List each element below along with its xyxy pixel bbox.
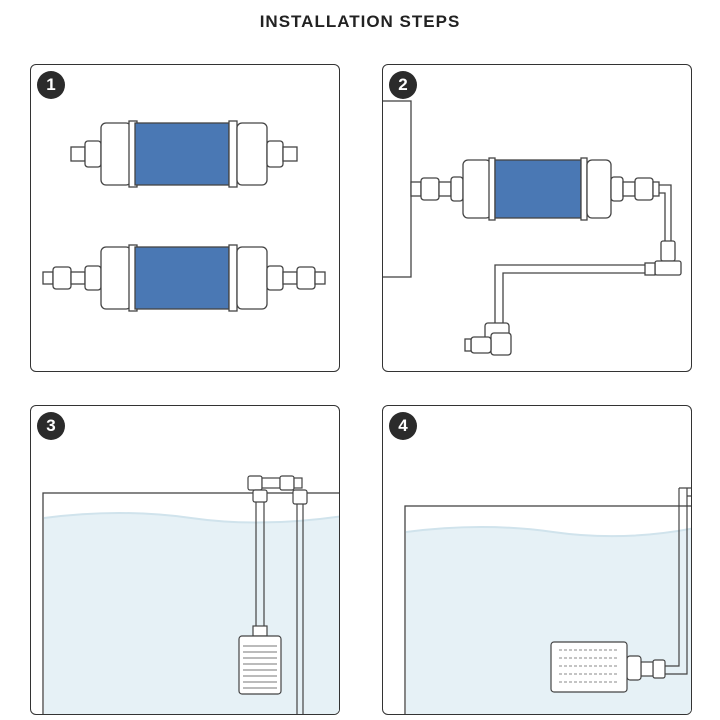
page-title: INSTALLATION STEPS <box>259 12 461 31</box>
step-3-badge: 3 <box>37 412 65 440</box>
step-4-panel: 4 <box>382 405 692 715</box>
step-1-badge: 1 <box>37 71 65 99</box>
tank-outlet-icon <box>404 487 691 714</box>
step-2-badge: 2 <box>389 71 417 99</box>
step-2-panel: 2 <box>382 64 692 372</box>
filter-tube-assembly-icon <box>383 100 682 356</box>
step-1-panel: 1 <box>30 64 340 372</box>
step-3-panel: 3 <box>30 405 340 715</box>
step-4-badge: 4 <box>389 412 417 440</box>
filter-cartridges-icon <box>42 120 326 312</box>
tank-intake-icon <box>42 475 339 714</box>
